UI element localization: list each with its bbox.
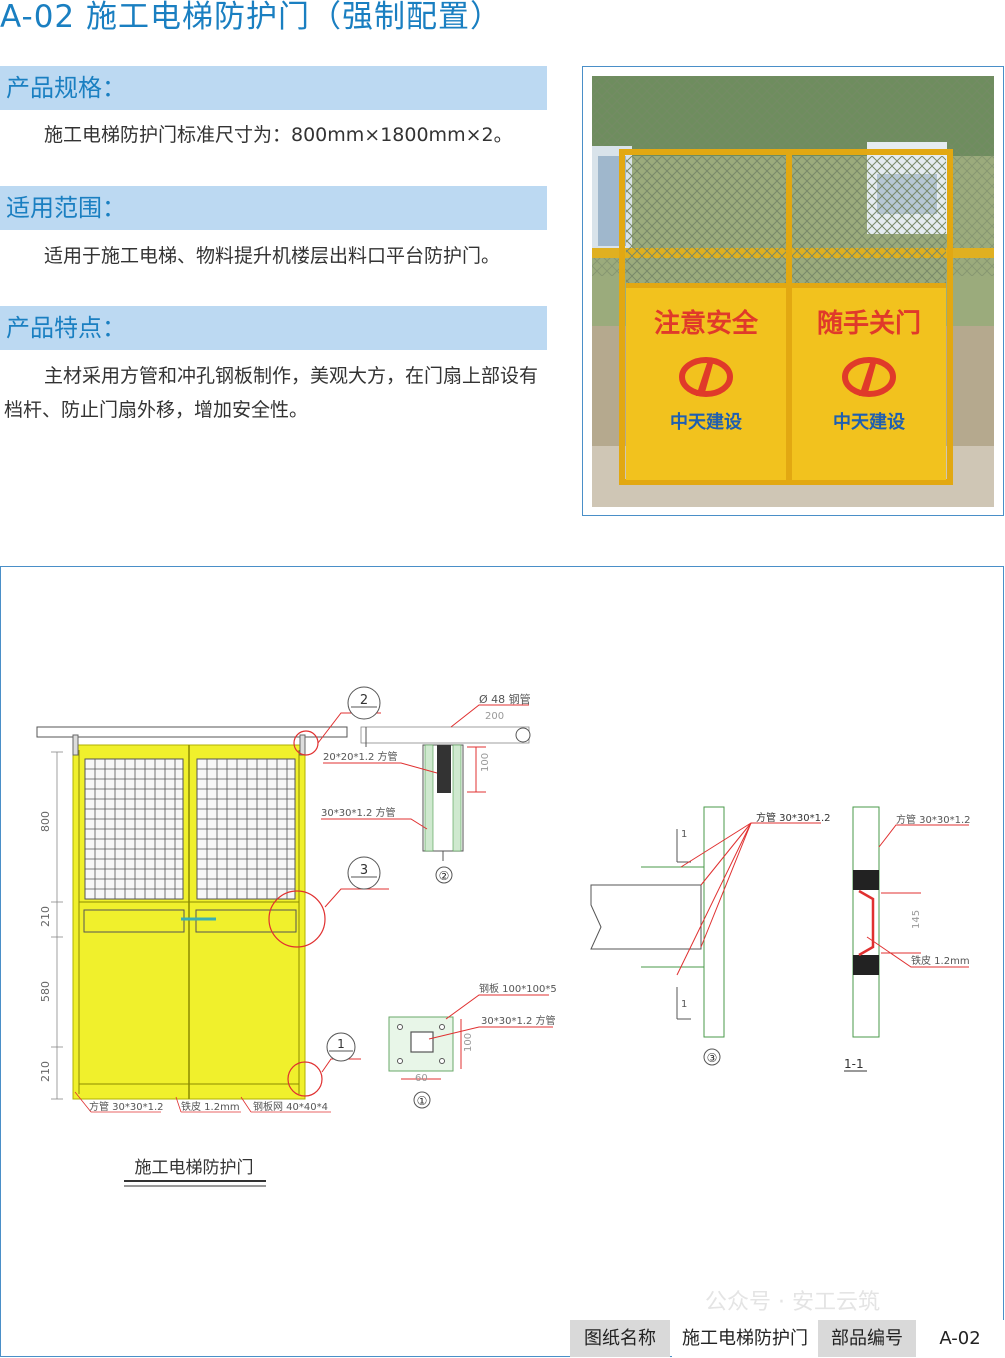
- title-block-name-label: 图纸名称: [570, 1320, 670, 1357]
- section-heading-spec: 产品规格：: [0, 66, 547, 110]
- company-logo-left-icon: [679, 357, 733, 397]
- label-iron-sheet: 铁皮 1.2mm: [181, 1100, 240, 1113]
- label-steel-mesh: 钢板网 40*40*4: [253, 1100, 328, 1113]
- title-block-code-label: 部品编号: [818, 1320, 916, 1357]
- detail1-dim-60: 60: [415, 1073, 428, 1084]
- product-photo-frame: 注意安全 随手关门 中天建设 中天建设: [582, 66, 1004, 516]
- dim-210-top: 210: [39, 906, 52, 927]
- detail2-small-tube-label: 20*20*1.2 方管: [323, 750, 398, 763]
- page-title: A-02 施工电梯防护门（强制配置）: [0, 0, 503, 35]
- section-text-spec: 施工电梯防护门标准尺寸为：800mm×1800mm×2。: [44, 124, 513, 146]
- section11-label: 1-1: [844, 1057, 864, 1071]
- detail-2: [360, 726, 531, 884]
- detail2-number: ②: [439, 869, 450, 883]
- detail1-dim-100: 100: [463, 1033, 474, 1052]
- technical-drawing: 800 210 580 210 2 3 1: [0, 566, 1004, 1357]
- dim-580: 580: [39, 981, 52, 1002]
- detail-3: [590, 806, 725, 1038]
- section-heading-scope: 适用范围：: [0, 186, 547, 230]
- detail3-cut-top: 1: [681, 829, 687, 840]
- detail1-tube-label: 30*30*1.2 方管: [481, 1014, 556, 1027]
- callout-3-label: 3: [360, 863, 368, 878]
- photo-company-left: 中天建设: [670, 411, 742, 433]
- product-photo: 注意安全 随手关门 中天建设 中天建设: [592, 76, 994, 507]
- drawing-caption: 施工电梯防护门: [135, 1158, 254, 1178]
- photo-sign-right: 随手关门: [817, 308, 921, 339]
- top-rail-pipe: [36, 726, 348, 738]
- detail1-number: ①: [417, 1094, 428, 1108]
- detail2-big-tube-label: 30*30*1.2 方管: [321, 806, 396, 819]
- dim-210-bottom: 210: [39, 1061, 52, 1082]
- title-block-name-value: 施工电梯防护门: [672, 1320, 818, 1357]
- section-1-1: [852, 806, 921, 1038]
- label-square-tube: 方管 30*30*1.2: [89, 1100, 164, 1113]
- detail1-plate-label: 钢板 100*100*5: [479, 982, 557, 995]
- photo-company-right: 中天建设: [833, 411, 905, 433]
- detail2-pipe-label: Ø 48 钢管: [479, 692, 531, 706]
- detail2-dim-200: 200: [485, 711, 504, 722]
- company-logo-right-icon: [842, 357, 896, 397]
- callout-2-label: 2: [360, 693, 368, 708]
- section11-dim-145: 145: [911, 910, 922, 929]
- dim-800: 800: [39, 811, 52, 832]
- section-heading-features: 产品特点：: [0, 306, 547, 350]
- section11-tube-label: 方管 30*30*1.2: [896, 813, 971, 826]
- title-block-code-value: A-02: [916, 1320, 1004, 1357]
- detail3-tube-label: 方管 30*30*1.2: [756, 811, 831, 824]
- watermark: 公众号 · 安工云筑: [705, 1290, 880, 1315]
- photo-sign-left: 注意安全: [654, 308, 759, 339]
- callout-1-label: 1: [337, 1037, 345, 1051]
- section-text-scope: 适用于施工电梯、物料提升机楼层出料口平台防护门。: [44, 245, 501, 267]
- section-text-features: 主材采用方管和冲孔钢板制作，美观大方，在门扇上部设有档杆、防止门扇外移，增加安全…: [4, 365, 539, 421]
- detail3-cut-bottom: 1: [681, 999, 687, 1010]
- section11-sheet-label: 铁皮 1.2mm: [911, 954, 970, 967]
- detail3-number: ③: [707, 1051, 718, 1065]
- door-elevation: [72, 734, 306, 1100]
- detail2-dim-100: 100: [480, 753, 491, 772]
- detail-1: [388, 1016, 462, 1080]
